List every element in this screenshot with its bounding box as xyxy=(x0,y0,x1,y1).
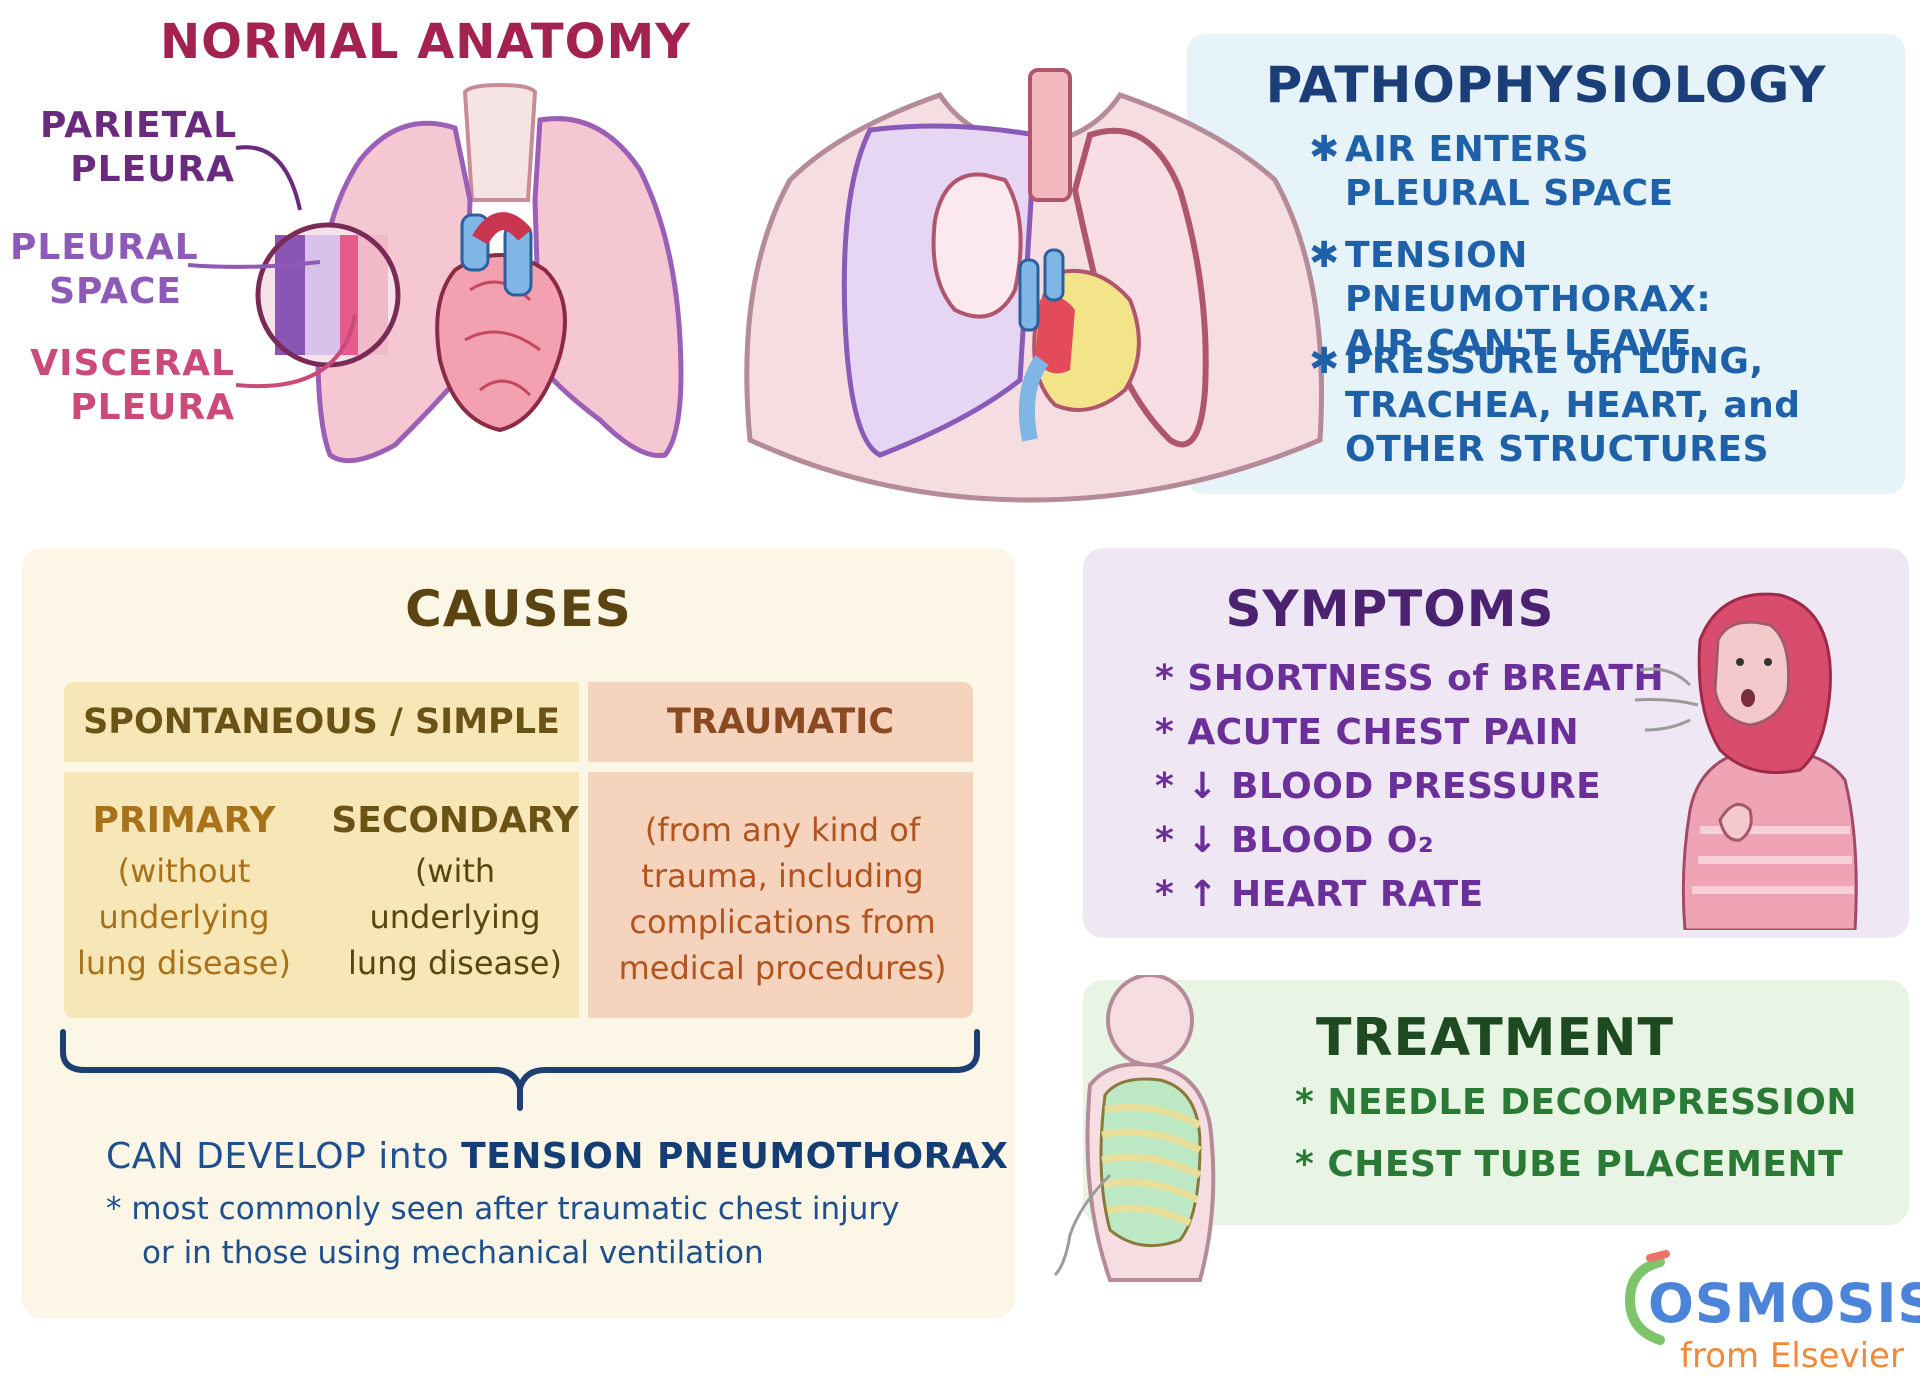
symptom-item: * ACUTE CHEST PAIN xyxy=(1155,712,1580,753)
treatment-panel xyxy=(1083,980,1909,1225)
primary-title: PRIMARY xyxy=(92,800,276,841)
normal-anatomy-illustration xyxy=(187,82,684,464)
traumatic-line: medical procedures) xyxy=(618,949,947,987)
symptom-item: * ↓ BLOOD O₂ xyxy=(1155,820,1435,861)
develop-note-line2: or in those using mechanical ventilation xyxy=(142,1235,764,1271)
traumatic-body-cell xyxy=(588,772,973,1018)
normal-anatomy-title: NORMAL ANATOMY xyxy=(160,14,691,70)
treatment-item: * CHEST TUBE PLACEMENT xyxy=(1295,1144,1844,1185)
secondary-description: (with underlying lung disease) xyxy=(330,848,580,986)
patho-item-line: AIR CAN'T LEAVE xyxy=(1345,323,1692,364)
traumatic-header-cell xyxy=(588,682,973,762)
primary-description: (without underlying lung disease) xyxy=(64,848,304,986)
parietal-line1: PARIETAL xyxy=(40,105,238,146)
secondary-line: (with xyxy=(414,852,496,890)
patho-item-air-enters: ✱ AIR ENTERS PLEURAL SPACE xyxy=(1309,128,1905,216)
asterisk-icon: ✱ xyxy=(1309,341,1340,382)
traumatic-line: (from any kind of xyxy=(644,811,921,849)
primary-line: (without xyxy=(117,852,251,890)
patho-item-line: TENSION PNEUMOTHORAX: xyxy=(1345,235,1712,320)
spontaneous-header-cell xyxy=(64,682,579,762)
pneumothorax-torso-illustration xyxy=(744,68,1325,503)
parietal-line2: PLEURA xyxy=(70,149,235,190)
patho-item-line: AIR ENTERS xyxy=(1345,129,1590,170)
causes-title: CAUSES xyxy=(405,580,632,638)
patho-item-line: PLEURAL SPACE xyxy=(1345,173,1674,214)
tension-pneumothorax-emphasis: TENSION PNEUMOTHORAX xyxy=(461,1136,1009,1177)
osmosis-logo-mark xyxy=(1624,1250,1670,1345)
develop-prefix: CAN DEVELOP into xyxy=(106,1136,450,1177)
traumatic-header-label: TRAUMATIC xyxy=(666,702,895,742)
treatment-item: * NEEDLE DECOMPRESSION xyxy=(1295,1082,1858,1123)
primary-line: lung disease) xyxy=(77,944,291,982)
patho-item-line: OTHER STRUCTURES xyxy=(1345,429,1770,470)
patho-item-line: PRESSURE on LUNG, xyxy=(1345,341,1764,382)
secondary-line: underlying xyxy=(369,898,541,936)
patient-breathless-illustration xyxy=(1634,592,1858,930)
traumatic-line: trauma, including xyxy=(641,857,924,895)
ribcage-chest-tube-illustration xyxy=(1053,975,1216,1282)
visceral-line2: PLEURA xyxy=(70,387,235,428)
symptom-item: * ↑ HEART RATE xyxy=(1155,874,1484,915)
pleural-space-label: PLEURAL SPACE xyxy=(10,226,199,314)
parietal-pleura-label: PARIETAL PLEURA xyxy=(40,104,238,192)
symptom-item: * SHORTNESS of BREATH xyxy=(1155,658,1665,699)
primary-line: underlying xyxy=(98,898,270,936)
develop-note-line1: * most commonly seen after traumatic che… xyxy=(106,1191,900,1227)
traumatic-description: (from any kind of trauma, including comp… xyxy=(600,807,965,991)
osmosis-logo-subtitle: from Elsevier xyxy=(1680,1336,1904,1376)
secondary-line: lung disease) xyxy=(348,944,562,982)
patho-item-tension: ✱ TENSION PNEUMOTHORAX: AIR CAN'T LEAVE xyxy=(1309,234,1905,366)
visceral-line1: VISCERAL xyxy=(30,343,235,384)
patho-item-pressure: ✱ PRESSURE on LUNG, TRACHEA, HEART, and … xyxy=(1309,340,1905,472)
asterisk-icon: ✱ xyxy=(1309,235,1340,276)
curly-brace xyxy=(60,1029,980,1111)
osmosis-logo-text: OSMOSIS xyxy=(1648,1272,1920,1335)
develop-into-tension-line: CAN DEVELOP into TENSION PNEUMOTHORAX xyxy=(106,1136,1008,1177)
secondary-title: SECONDARY xyxy=(331,800,579,841)
pleural-line2: SPACE xyxy=(49,271,182,312)
symptom-item: * ↓ BLOOD PRESSURE xyxy=(1155,766,1602,807)
asterisk-icon: ✱ xyxy=(1309,129,1340,170)
pathophysiology-title: PATHOPHYSIOLOGY xyxy=(1265,56,1827,114)
patho-item-line: TRACHEA, HEART, and xyxy=(1345,385,1801,426)
pleural-line1: PLEURAL xyxy=(10,227,199,268)
traumatic-line: complications from xyxy=(629,903,936,941)
treatment-title: TREATMENT xyxy=(1316,1008,1674,1068)
spontaneous-body-cell xyxy=(64,772,579,1018)
visceral-pleura-label: VISCERAL PLEURA xyxy=(30,342,235,430)
symptoms-title: SYMPTOMS xyxy=(1225,580,1555,638)
spontaneous-header-label: SPONTANEOUS / SIMPLE xyxy=(83,702,560,742)
